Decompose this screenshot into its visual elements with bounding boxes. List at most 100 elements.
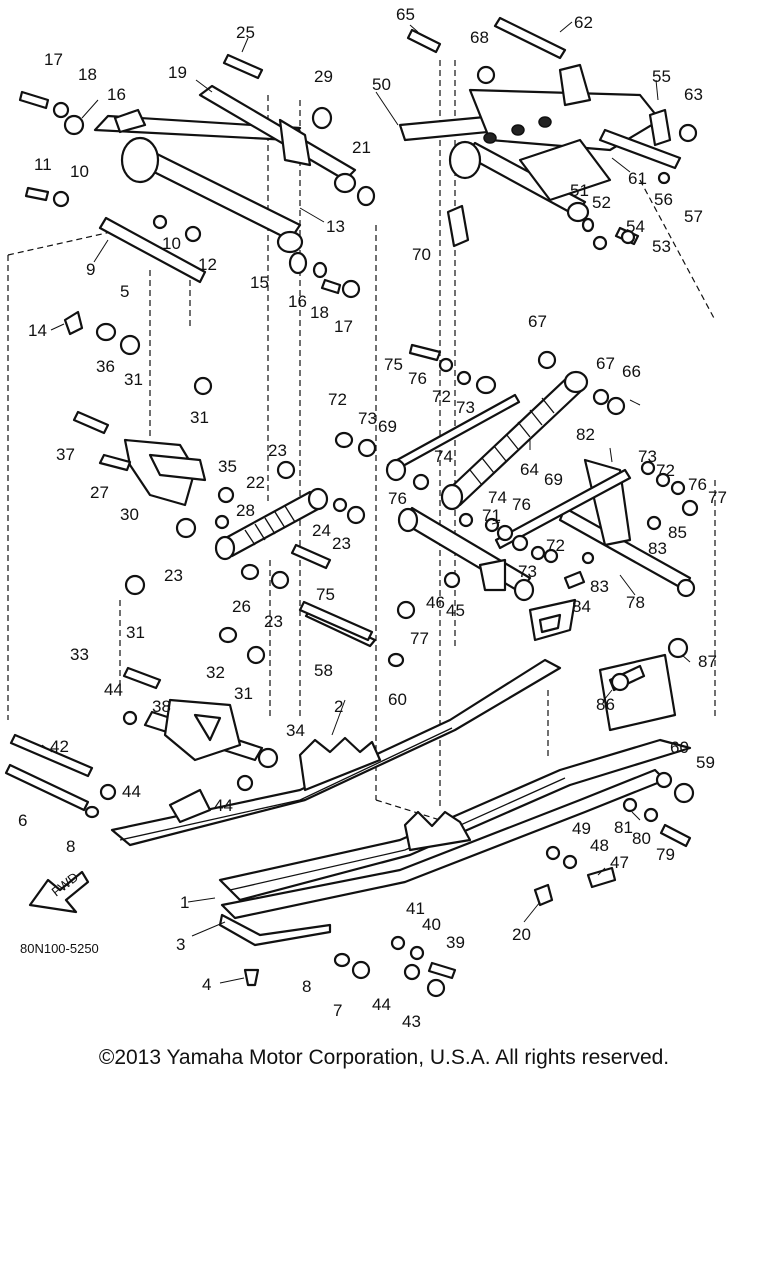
callout-85: 85	[668, 523, 687, 542]
callout-75a: 75	[384, 355, 403, 374]
callout-43: 43	[402, 1012, 421, 1030]
callout-71: 71	[482, 506, 501, 525]
callout-59: 59	[696, 753, 715, 772]
callout-27: 27	[90, 483, 109, 502]
callout-6: 6	[18, 811, 27, 830]
callout-76d: 76	[688, 475, 707, 494]
callout-69b: 69	[544, 470, 563, 489]
callout-86: 86	[596, 695, 615, 714]
callout-39: 39	[446, 933, 465, 952]
callout-12: 12	[198, 255, 217, 274]
callout-16a: 16	[107, 85, 126, 104]
callout-67b: 67	[596, 354, 615, 373]
callout-18b: 18	[310, 303, 329, 322]
callout-42: 42	[50, 737, 69, 756]
slide-rail-right	[218, 738, 692, 902]
callout-17b: 17	[334, 317, 353, 336]
callout-31c: 31	[126, 623, 145, 642]
callout-82: 82	[576, 425, 595, 444]
callout-50: 50	[372, 75, 391, 94]
callout-78: 78	[626, 593, 645, 612]
callout-72b: 72	[432, 387, 451, 406]
callout-numbers: 1 2 3 4 5 6 7 8 8 9 10 10 11 12 13 14 15…	[18, 5, 727, 1030]
callout-77a: 77	[708, 488, 727, 507]
rear-plate	[528, 598, 677, 732]
callout-8b: 8	[302, 977, 311, 996]
callout-10a: 10	[70, 162, 89, 181]
callout-35: 35	[218, 457, 237, 476]
callout-4: 4	[202, 975, 211, 994]
callout-32: 32	[206, 663, 225, 682]
callout-83a: 83	[648, 539, 667, 558]
callout-73d: 73	[638, 447, 657, 466]
bolts	[4, 16, 692, 987]
callout-25: 25	[236, 23, 255, 42]
callout-61: 61	[628, 169, 647, 188]
rear-axle-housing	[143, 698, 264, 762]
rear-pivot-arm	[398, 63, 682, 223]
callout-15: 15	[250, 273, 269, 292]
callout-46: 46	[426, 593, 445, 612]
callout-17a: 17	[44, 50, 63, 69]
callout-57: 57	[684, 207, 703, 226]
callout-47: 47	[610, 853, 629, 872]
callout-68: 68	[470, 28, 489, 47]
callout-54: 54	[626, 217, 645, 236]
callout-40: 40	[422, 915, 441, 934]
callout-22: 22	[246, 473, 265, 492]
callout-9: 9	[86, 260, 95, 279]
callout-64: 64	[520, 460, 539, 479]
copyright-notice: ©2013 Yamaha Motor Corporation, U.S.A. A…	[98, 1046, 670, 1069]
callout-8a: 8	[66, 837, 75, 856]
callout-11: 11	[34, 155, 52, 174]
callout-79: 79	[656, 845, 675, 864]
callout-77b: 77	[410, 629, 429, 648]
callout-10b: 10	[162, 234, 181, 253]
callout-36: 36	[96, 357, 115, 376]
callout-31a: 31	[124, 370, 143, 389]
callout-26: 26	[232, 597, 251, 616]
callout-23a: 23	[268, 441, 287, 460]
callout-leaders	[41, 21, 691, 984]
callout-2: 2	[334, 697, 343, 716]
callout-16b: 16	[288, 292, 307, 311]
callout-31b: 31	[190, 408, 209, 427]
callout-19: 19	[168, 63, 187, 82]
callout-84: 84	[572, 597, 591, 616]
callout-67a: 67	[528, 312, 547, 331]
callout-18a: 18	[78, 65, 97, 84]
callout-23d: 23	[264, 612, 283, 631]
assembly-guide-lines	[7, 60, 716, 821]
callout-5: 5	[120, 282, 129, 301]
callout-56: 56	[654, 190, 673, 209]
callout-80: 80	[632, 829, 651, 848]
suspension-parts-diagram: FWD 80N100-5250 1 2 3 4 5 6 7 8 8 9 10 1…	[4, 5, 727, 1030]
front-bracket	[123, 438, 207, 507]
callout-58: 58	[314, 661, 333, 680]
callout-73b: 73	[456, 398, 475, 417]
callout-7: 7	[333, 1001, 342, 1020]
callout-55: 55	[652, 67, 671, 86]
callout-74b: 74	[488, 488, 507, 507]
callout-29: 29	[314, 67, 333, 86]
callout-41: 41	[406, 899, 425, 918]
callout-63: 63	[684, 85, 703, 104]
forward-direction-arrow-icon: FWD	[28, 869, 90, 914]
callout-38: 38	[152, 697, 171, 716]
callout-44c: 44	[214, 796, 233, 815]
callout-72a: 72	[328, 390, 347, 409]
callout-51: 51	[570, 181, 589, 200]
callout-28: 28	[236, 501, 255, 520]
callout-53: 53	[652, 237, 671, 256]
callout-23b: 23	[332, 534, 351, 553]
callout-52: 52	[592, 193, 611, 212]
callout-49: 49	[572, 819, 591, 838]
callout-33: 33	[70, 645, 89, 664]
center-linkage	[397, 506, 535, 602]
front-shock-absorber	[214, 487, 329, 561]
callout-13: 13	[326, 217, 345, 236]
callout-60b: 60	[670, 738, 689, 757]
callout-74a: 74	[434, 447, 453, 466]
rear-slide-rail-left	[110, 658, 562, 847]
nuts-and-washers	[52, 65, 699, 998]
